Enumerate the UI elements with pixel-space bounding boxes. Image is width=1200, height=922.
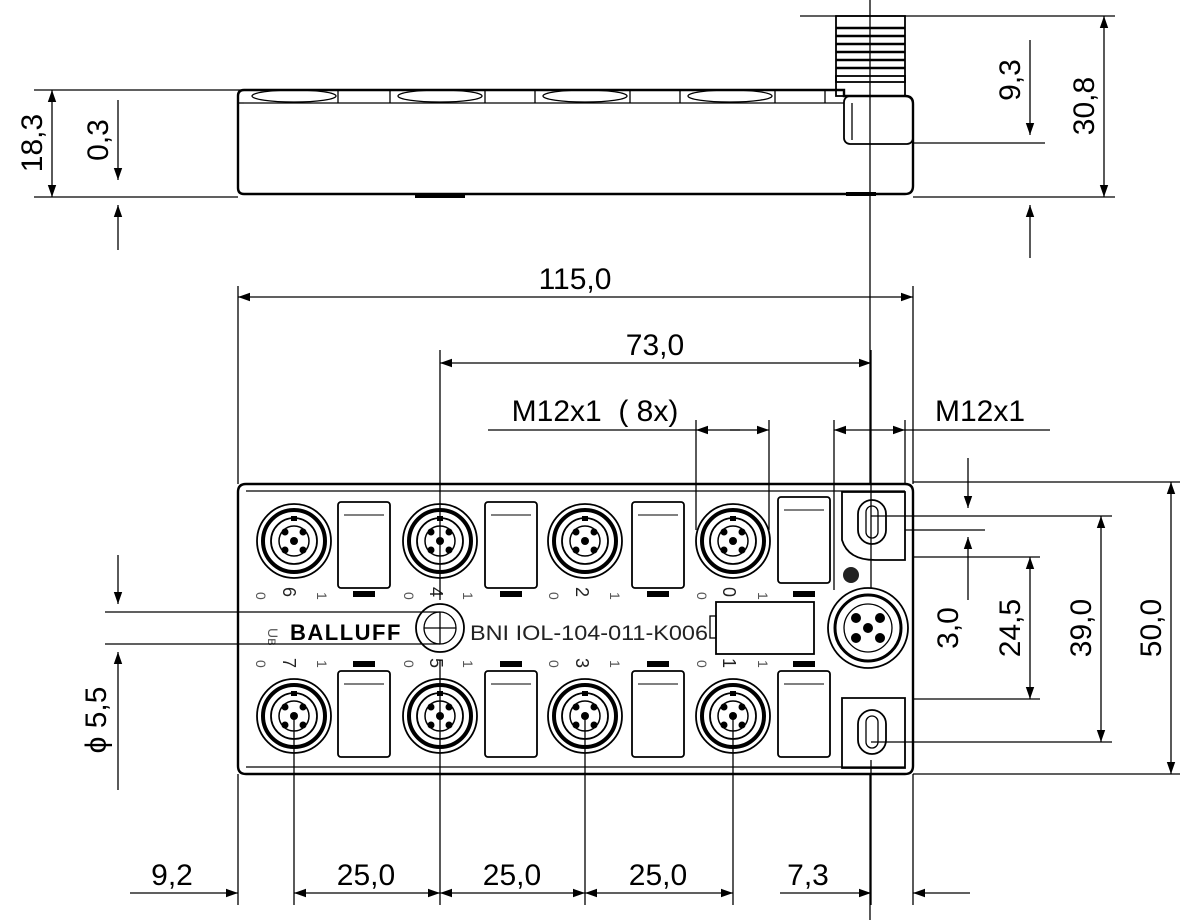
pin-label: 1 [755, 660, 771, 668]
dim-overall-width: 50,0 [1135, 599, 1168, 657]
port-label-0: 0 [719, 587, 739, 597]
dim-side-height: 18,3 [16, 114, 49, 172]
dim-overall-length: 115,0 [539, 263, 612, 296]
port-label-1: 1 [719, 658, 739, 668]
pin-label: 1 [460, 592, 476, 600]
dim-connector-span: 73,0 [626, 329, 684, 362]
port-label-7: 7 [279, 658, 299, 668]
pin-label: 0 [546, 660, 562, 668]
pin-label: 0 [253, 660, 269, 668]
dim-pitch-1: 25,0 [337, 859, 395, 892]
dim-right-offset: 7,3 [787, 859, 829, 892]
port-label-5: 5 [426, 658, 446, 668]
dim-hole-diameter: ϕ 5,5 [80, 687, 113, 754]
pin-label: 0 [546, 592, 562, 600]
pin-label: 1 [755, 592, 771, 600]
port-label-3: 3 [572, 658, 592, 668]
pin-label: 0 [694, 660, 710, 668]
brand-logo: BALLUFF [290, 620, 402, 645]
pin-label: 1 [460, 660, 476, 668]
top-view: BALLUFF BNI IOL-104-011-K006 Uʙ 6 4 2 0 … [236, 482, 915, 776]
port-label-4: 4 [426, 587, 446, 597]
dim-hole-spacing: 39,0 [1065, 599, 1098, 657]
pin-label: 1 [314, 592, 330, 600]
port-label-2: 2 [572, 587, 592, 597]
port-connector [694, 502, 772, 580]
pin-label: 1 [607, 592, 623, 600]
side-view [236, 0, 915, 920]
model-label: BNI IOL-104-011-K006 [470, 622, 708, 645]
pin-label: 0 [694, 592, 710, 600]
port-connector [546, 502, 624, 580]
pin-label: 0 [401, 592, 417, 600]
dim-thread-8x: M12x1 ( 8x) [512, 395, 679, 428]
dim-pitch-2: 25,0 [483, 859, 541, 892]
port-label-6: 6 [279, 587, 299, 597]
dim-port-pitch-v: 24,5 [994, 599, 1027, 657]
pin-label: 1 [607, 660, 623, 668]
side-dimensions: 18,3 0,3 9,3 30,8 [16, 15, 1115, 258]
dim-slot-width: 3,0 [932, 607, 965, 649]
dim-side-gap: 0,3 [82, 119, 115, 161]
dim-thread-single: M12x1 [935, 395, 1025, 428]
dim-overall-height-side: 30,8 [1068, 77, 1101, 135]
port-connector [255, 502, 333, 580]
pin-label: 0 [401, 660, 417, 668]
top-dimensions: 115,0 73,0 M12x1 ( 8x) M12x1 ϕ 5,5 3,0 2… [80, 263, 1180, 905]
us-mark: Uʙ [265, 628, 281, 646]
pin-label: 1 [314, 660, 330, 668]
dim-left-offset: 9,2 [151, 859, 193, 892]
pin-label: 0 [253, 592, 269, 600]
dim-connector-offset: 9,3 [994, 59, 1027, 101]
dim-pitch-3: 25,0 [629, 859, 687, 892]
